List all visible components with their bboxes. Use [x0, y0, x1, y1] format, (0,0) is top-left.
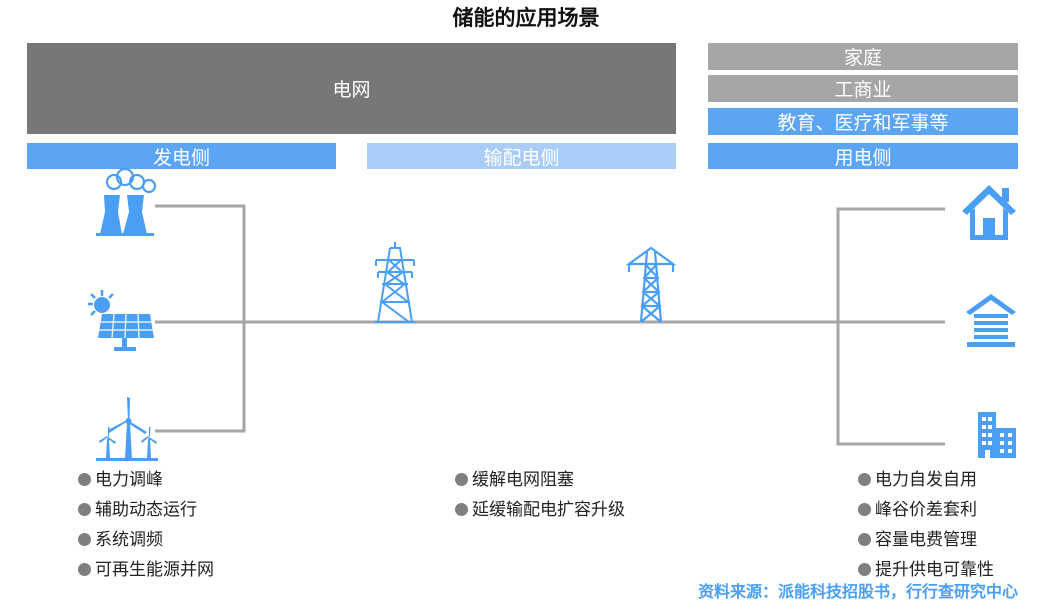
list-item: 容量电费管理 [858, 525, 994, 555]
consumption-benefits-list: 电力自发自用 峰谷价差套利 容量电费管理 提升供电可靠性 [858, 465, 994, 585]
user-category-public: 教育、医疗和军事等 [708, 108, 1018, 135]
source-note: 资料来源：派能科技招股书，行行查研究中心 [697, 582, 1018, 601]
user-category-commercial: 工商业 [708, 75, 1018, 102]
diagram-title: 储能的应用场景 [452, 6, 600, 30]
generation-side-bar: 发电侧 [27, 143, 336, 169]
list-item: 电力自发自用 [858, 465, 994, 495]
consumption-side-bar: 用电侧 [708, 143, 1018, 169]
user-category-household: 家庭 [708, 43, 1018, 70]
list-item: 提升供电可靠性 [858, 555, 994, 585]
list-item: 延缓输配电扩容升级 [455, 495, 625, 525]
office-building-icon [978, 412, 1016, 458]
house-icon [962, 185, 1016, 240]
list-item: 系统调频 [78, 525, 214, 555]
generation-benefits-list: 电力调峰 辅助动态运行 系统调频 可再生能源并网 [78, 465, 214, 585]
solar-panel-icon [88, 290, 154, 351]
list-item: 电力调峰 [78, 465, 214, 495]
wind-turbine-icon [96, 397, 158, 461]
list-item: 辅助动态运行 [78, 495, 214, 525]
transmission-tower-icon [375, 242, 415, 323]
transmission-tower-icon [625, 246, 677, 323]
list-item: 缓解电网阻塞 [455, 465, 625, 495]
list-item: 可再生能源并网 [78, 555, 214, 585]
commercial-building-icon [966, 294, 1016, 347]
grid-bar: 电网 [27, 43, 676, 134]
list-item: 峰谷价差套利 [858, 495, 994, 525]
transmission-side-bar: 输配电侧 [367, 143, 676, 169]
transmission-benefits-list: 缓解电网阻塞 延缓输配电扩容升级 [455, 465, 625, 525]
power-plant-icon [96, 167, 157, 236]
